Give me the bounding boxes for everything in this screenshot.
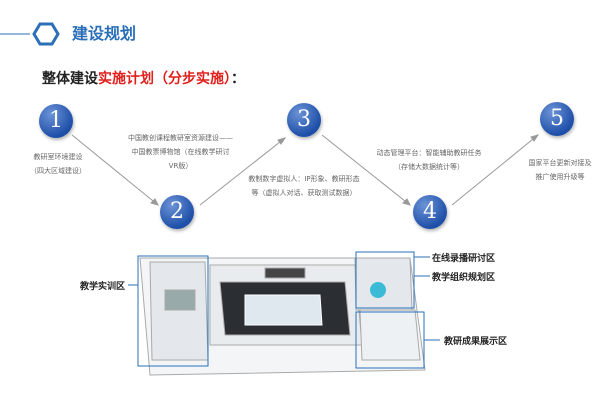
step-2-badge: 2 [160,195,194,229]
zone-label-recording: 在线录播研讨区 [432,251,496,264]
step-4-badge: 4 [413,195,447,229]
zone-label-showcase: 教研成果展示区 [444,334,508,347]
step-3-badge: 3 [287,103,321,137]
step-5-text: 国家平台更新对接及推广使用升级等 [528,159,592,181]
step-5-badge: 5 [540,102,574,136]
step-4-text: 动态管理平台：智能辅助教研任务（存储大数据统计等） [376,149,482,171]
step-3-text: 教制数字虚拟人：IP形象、教研形态等（虚拟人对话、获取测试数据） [248,175,360,197]
step-1-text: 教研室环境建设（四大区域建设） [30,153,86,175]
page-title: 建设规划 [72,24,137,43]
step-2-text: 中国教创课程教研室资源建设——中国教票博物馆（在线教学研讨VR版） [128,134,233,170]
floor-plan [139,257,426,376]
zone-label-planning: 教学组织规划区 [432,270,496,283]
zone-label-training: 教学实训区 [80,279,126,292]
step-1-badge: 1 [39,104,73,138]
section-subtitle: 整体建设实施计划（分步实施）： [42,71,245,87]
